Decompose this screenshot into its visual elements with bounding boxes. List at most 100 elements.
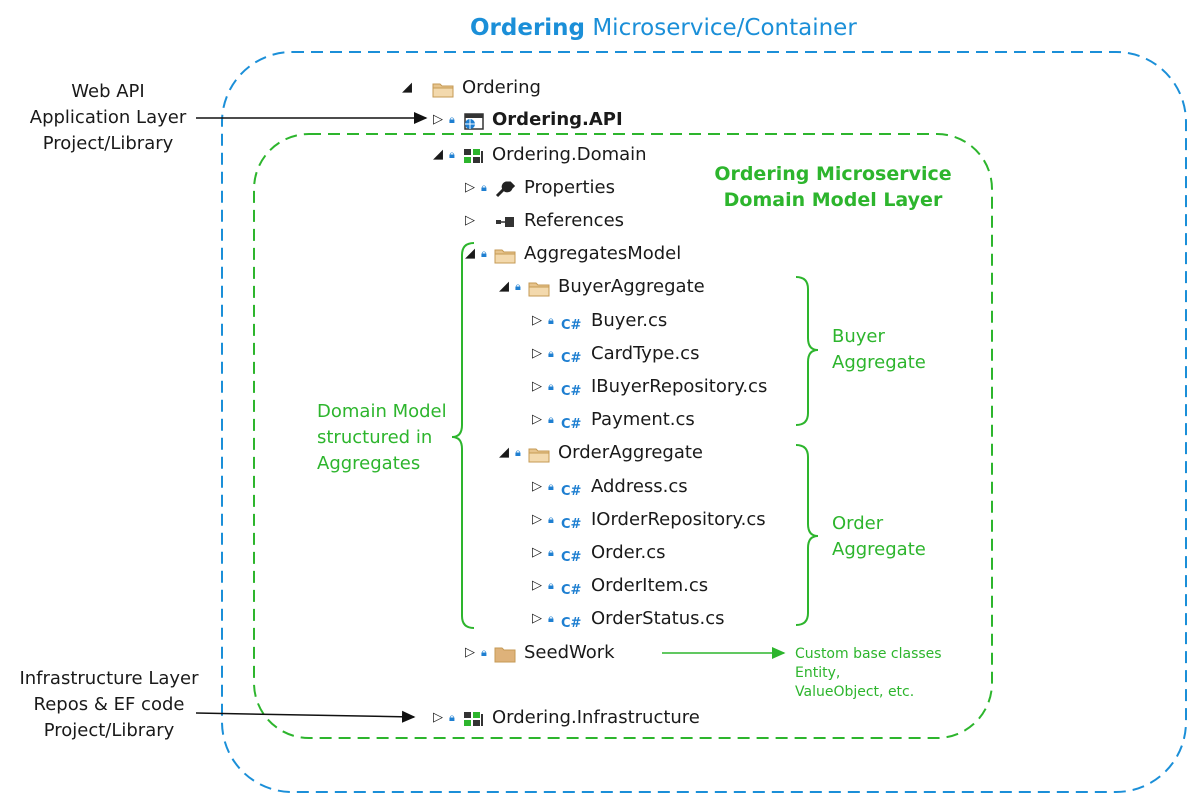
tree-node-ordering[interactable]: ◢ Ordering — [396, 74, 541, 102]
lock-icon: 🔒︎ — [481, 181, 487, 194]
order-bracket — [795, 444, 819, 626]
domain-layer-label-line: Ordering Microservice — [714, 163, 952, 185]
expand-arrow-icon[interactable]: ▷ — [433, 112, 443, 127]
expand-arrow-icon[interactable]: ▷ — [532, 578, 542, 593]
seedwork-note: Custom base classes Entity, ValueObject,… — [795, 645, 942, 702]
folder-icon — [432, 79, 454, 98]
lock-icon: 🔒︎ — [515, 280, 521, 293]
collapse-arrow-icon[interactable]: ◢ — [499, 279, 509, 294]
expand-arrow-icon[interactable]: ▷ — [465, 645, 475, 660]
tree-node-file[interactable]: ▷ 🔒︎ C# Address.cs — [526, 473, 688, 501]
collapse-arrow-icon[interactable]: ◢ — [433, 147, 443, 162]
expand-arrow-icon[interactable]: ▷ — [532, 479, 542, 494]
tree-node-label: Address.cs — [591, 476, 688, 497]
tree-node-file[interactable]: ▷ 🔒︎ C# Order.cs — [526, 539, 666, 567]
lock-icon: 🔒︎ — [548, 413, 554, 426]
expand-arrow-icon[interactable]: ▷ — [532, 545, 542, 560]
expand-arrow-icon[interactable]: ▷ — [532, 512, 542, 527]
order-aggregate-note: Order Aggregate — [832, 511, 926, 563]
tree-node-label: BuyerAggregate — [558, 276, 705, 297]
tree-node-label: IOrderRepository.cs — [591, 509, 766, 530]
expand-arrow-icon[interactable]: ▷ — [465, 180, 475, 195]
collapse-arrow-icon[interactable]: ◢ — [465, 246, 475, 261]
csharp-file-icon: C# — [561, 318, 582, 333]
tree-node-file[interactable]: ▷ 🔒︎ C# Payment.cs — [526, 406, 695, 434]
folder-icon — [528, 444, 550, 463]
buyer-note-line: Aggregate — [832, 352, 926, 373]
csharp-file-icon: C# — [561, 517, 582, 532]
folder-icon — [494, 644, 516, 663]
tree-node-label: References — [524, 210, 625, 231]
class-library-icon — [462, 146, 484, 164]
seedwork-note-line: Entity, — [795, 665, 841, 681]
tree-node-ordering-domain[interactable]: ◢ 🔒︎ Ordering.Domain — [427, 141, 647, 169]
lock-icon: 🔒︎ — [548, 347, 554, 360]
collapse-arrow-icon[interactable]: ◢ — [499, 445, 509, 460]
domain-model-note-line: Domain Model — [317, 401, 447, 422]
tree-node-ordering-infrastructure[interactable]: ▷ 🔒︎ Ordering.Infrastructure — [427, 704, 700, 732]
web-api-label: Web API Application Layer Project/Librar… — [24, 79, 192, 157]
tree-node-seedwork[interactable]: ▷ 🔒︎ SeedWork — [459, 639, 615, 667]
tree-node-file[interactable]: ▷ 🔒︎ C# OrderStatus.cs — [526, 605, 725, 633]
lock-icon: 🔒︎ — [548, 314, 554, 327]
tree-node-label: OrderStatus.cs — [591, 608, 725, 629]
tree-node-label: Payment.cs — [591, 409, 695, 430]
tree-node-label: Buyer.cs — [591, 310, 668, 331]
tree-node-label: SeedWork — [524, 642, 615, 663]
tree-node-label: Properties — [524, 177, 615, 198]
seedwork-note-line: Custom base classes — [795, 646, 942, 662]
tree-node-label: OrderAggregate — [558, 442, 703, 463]
outer-container-border — [221, 51, 1187, 793]
lock-icon: 🔒︎ — [449, 711, 455, 724]
csharp-file-icon: C# — [561, 583, 582, 598]
collapse-arrow-icon[interactable]: ◢ — [402, 80, 412, 95]
expand-arrow-icon[interactable]: ▷ — [532, 346, 542, 361]
lock-icon: 🔒︎ — [548, 612, 554, 625]
web-api-label-line: Project/Library — [42, 133, 174, 154]
diagram-title: Ordering Microservice/Container — [470, 15, 857, 41]
folder-icon — [494, 245, 516, 264]
title-bold: Ordering — [470, 15, 586, 41]
csharp-file-icon: C# — [561, 417, 582, 432]
buyer-aggregate-note: Buyer Aggregate — [832, 324, 926, 376]
tree-node-label: Ordering.Domain — [492, 144, 647, 165]
lock-icon: 🔒︎ — [481, 646, 487, 659]
tree-node-file[interactable]: ▷ 🔒︎ C# IOrderRepository.cs — [526, 506, 766, 534]
lock-icon: 🔒︎ — [548, 380, 554, 393]
expand-arrow-icon[interactable]: ▷ — [433, 710, 443, 725]
tree-node-buyer-aggregate[interactable]: ◢ 🔒︎ BuyerAggregate — [493, 273, 705, 301]
lock-icon: 🔒︎ — [481, 247, 487, 260]
tree-node-properties[interactable]: ▷ 🔒︎ Properties — [459, 174, 615, 202]
domain-model-bracket — [451, 242, 475, 629]
csharp-file-icon: C# — [561, 616, 582, 631]
buyer-bracket — [795, 276, 819, 426]
web-api-label-line: Web API — [71, 81, 145, 102]
expand-arrow-icon[interactable]: ▷ — [532, 379, 542, 394]
tree-node-label: CardType.cs — [591, 343, 700, 364]
tree-node-label: Ordering.Infrastructure — [492, 707, 700, 728]
csharp-file-icon: C# — [561, 384, 582, 399]
csharp-file-icon: C# — [561, 550, 582, 565]
infra-label-line: Infrastructure Layer — [19, 668, 199, 689]
tree-node-file[interactable]: ▷ 🔒︎ C# CardType.cs — [526, 340, 699, 368]
expand-arrow-icon[interactable]: ▷ — [532, 412, 542, 427]
domain-model-note-line: structured in — [317, 427, 433, 448]
expand-arrow-icon[interactable]: ▷ — [465, 213, 475, 228]
web-project-icon — [462, 111, 484, 130]
tree-node-references[interactable]: ▷ References — [459, 207, 624, 235]
tree-node-file[interactable]: ▷ 🔒︎ C# Buyer.cs — [526, 307, 667, 335]
title-rest: Microservice/Container — [585, 15, 857, 41]
tree-node-ordering-api[interactable]: ▷ 🔒︎ Ordering.API — [427, 106, 623, 134]
tree-node-label: IBuyerRepository.cs — [591, 376, 768, 397]
tree-node-aggregates-model[interactable]: ◢ 🔒︎ AggregatesModel — [459, 240, 681, 268]
expand-arrow-icon[interactable]: ▷ — [532, 611, 542, 626]
web-api-label-line: Application Layer — [29, 107, 187, 128]
tree-node-label: Order.cs — [591, 542, 666, 563]
tree-node-file[interactable]: ▷ 🔒︎ C# IBuyerRepository.cs — [526, 373, 767, 401]
tree-node-file[interactable]: ▷ 🔒︎ C# OrderItem.cs — [526, 572, 708, 600]
domain-model-note: Domain Model structured in Aggregates — [317, 399, 447, 477]
tree-node-order-aggregate[interactable]: ◢ 🔒︎ OrderAggregate — [493, 439, 703, 467]
expand-arrow-icon[interactable]: ▷ — [532, 313, 542, 328]
order-note-line: Aggregate — [832, 539, 926, 560]
domain-layer-label: Ordering Microservice Domain Model Layer — [703, 161, 963, 213]
